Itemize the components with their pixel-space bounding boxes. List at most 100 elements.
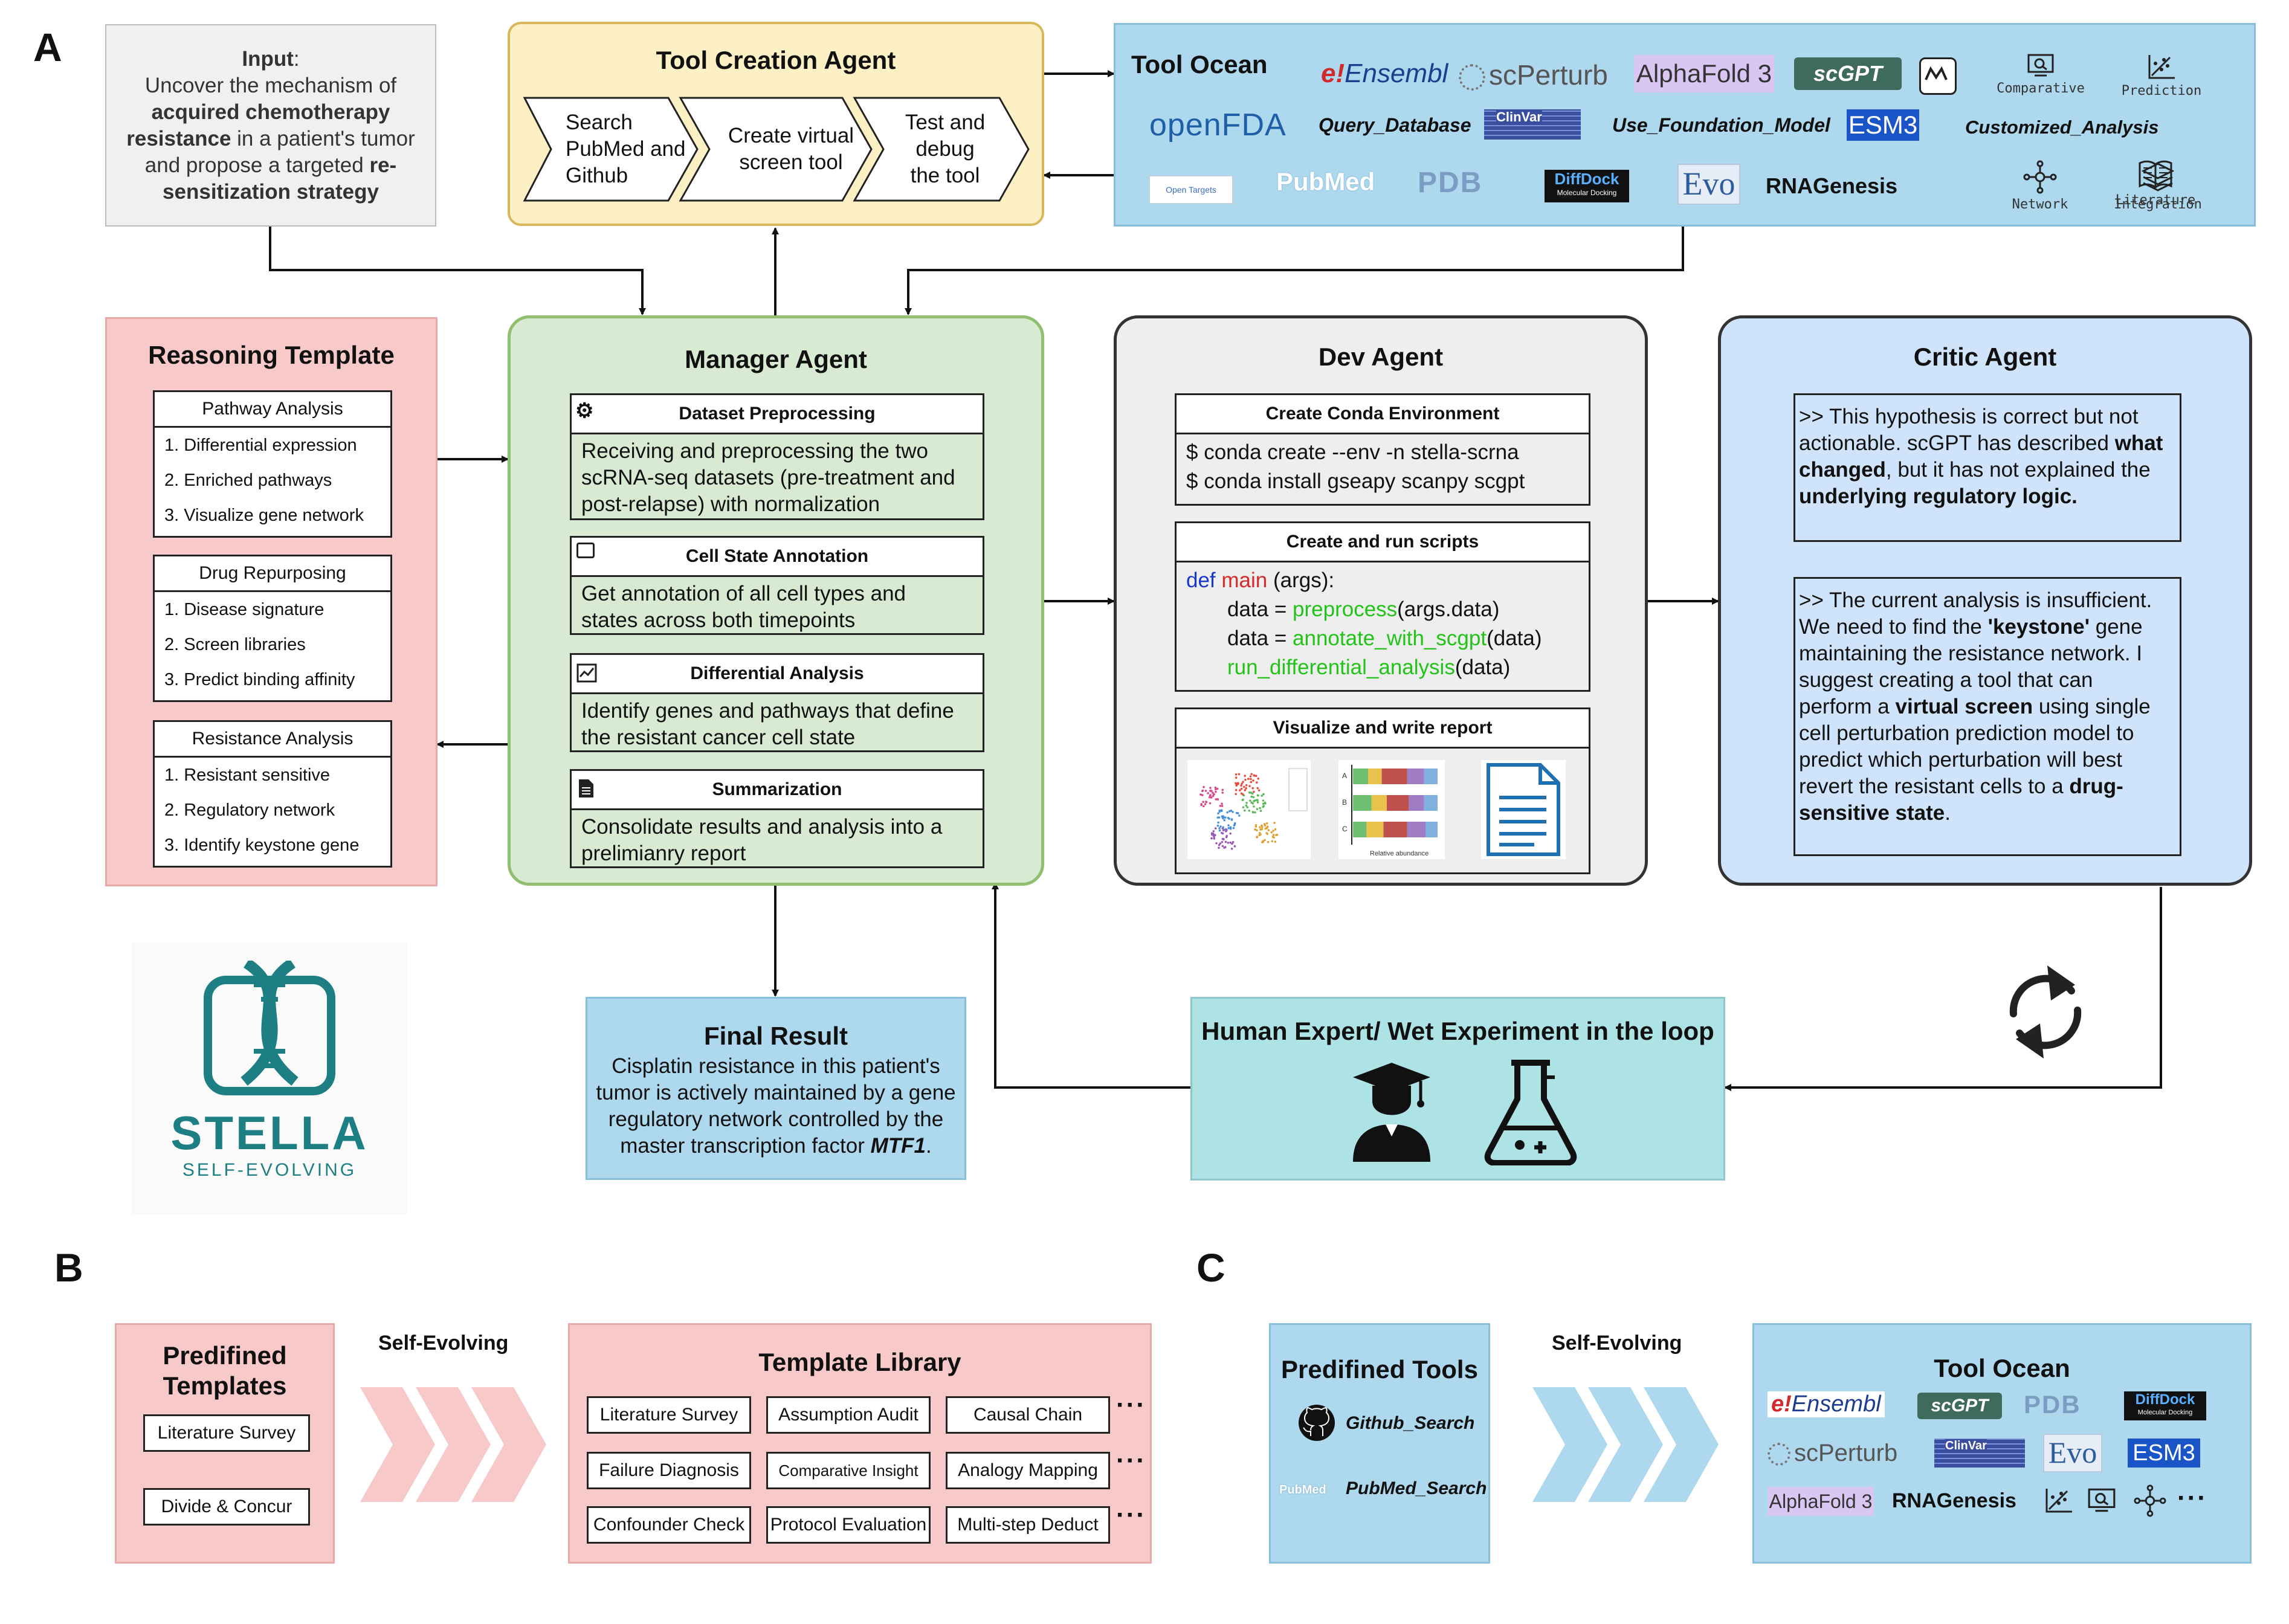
umap-point [1257, 789, 1261, 791]
group-head: Drug Repurposing [155, 556, 390, 592]
final-title: Final Result [703, 1022, 848, 1050]
umap-point [1242, 806, 1245, 809]
ensembl-label: Ensembl [1791, 1391, 1881, 1417]
umap-point [1271, 840, 1273, 843]
ensembl-e: e! [1321, 59, 1345, 88]
umap-point [1273, 822, 1276, 824]
panel-letter-c: C [1196, 1245, 1225, 1290]
predefined-templates: Predifined Templates Literature Survey D… [115, 1323, 335, 1564]
umap-point [1242, 781, 1244, 783]
umap-point [1252, 796, 1255, 799]
umap-point [1200, 804, 1203, 807]
input-line-4-bold: re- [369, 153, 397, 177]
critic-feedback-1: >> This hypothesis is correct but not ac… [1793, 393, 2181, 542]
critic-feedback-2: >> The current analysis is insufficient.… [1793, 577, 2181, 856]
stella-name: STELLA [170, 1106, 369, 1159]
abundance-segment [1368, 768, 1382, 784]
umap-point [1224, 840, 1227, 843]
github-search-tool: Github_Search [1346, 1413, 1475, 1433]
integration-label: Integration [2114, 197, 2202, 212]
umap-point [1236, 783, 1239, 785]
diffdock-sublabel: Molecular Docking [2137, 1409, 2193, 1416]
umap-point [1229, 828, 1232, 830]
umap-point [1220, 831, 1223, 834]
critic1-bold: underlying regulatory logic. [1799, 485, 2078, 508]
pdb-logo: PDB [2024, 1390, 2081, 1419]
clinvar-logo: ClinVar [1484, 109, 1581, 140]
step-2-text: Create virtual screen tool [712, 123, 870, 176]
umap-point [1247, 778, 1250, 780]
code-run-diff: run_differential_analysis [1227, 656, 1455, 679]
chevron-step-2 [679, 97, 873, 202]
esm3-logo: ESM3 [1847, 109, 1919, 141]
umap-point [1255, 781, 1258, 784]
umap-point [1214, 827, 1217, 830]
final-line: master transcription factor [620, 1134, 871, 1158]
card-line: Consolidate results and analysis into a [581, 815, 943, 839]
comment-icon [576, 543, 595, 558]
predefined-tools-title: Predifined Tools [1281, 1355, 1478, 1384]
umap-point [1218, 843, 1221, 846]
tool-ocean-c: Tool Ocean e!Ensembl scGPT PDB DiffDock … [1752, 1323, 2252, 1564]
customized-analysis-tool: Customized_Analysis [1965, 117, 2159, 138]
pubmed-logo: PubMed [1276, 167, 1375, 196]
bar-label-c: C [1342, 825, 1348, 833]
umap-point [1261, 828, 1264, 831]
umap-point [1243, 785, 1245, 788]
umap-point [1250, 773, 1253, 776]
umap-point [1273, 836, 1275, 839]
bar-axis-label: Relative abundance [1370, 850, 1429, 857]
input-line-4: and propose a targeted [144, 153, 370, 177]
query-database-tool: Query_Database [1319, 114, 1471, 136]
umap-point [1218, 827, 1221, 830]
umap-point [1231, 842, 1233, 845]
prediction-tool: Prediction [2110, 53, 2213, 98]
prediction-icon [2045, 1489, 2072, 1513]
group-item: 3. Identify keystone gene [164, 836, 360, 855]
umap-point [1250, 778, 1252, 781]
card-head-label: Cell State Annotation [685, 546, 869, 566]
group-item: 1. Resistant sensitive [164, 765, 331, 785]
code-annotate: annotate_with_scgpt [1293, 627, 1487, 650]
dna-helix-logo [204, 961, 335, 1095]
comparative-icon [2027, 54, 2054, 77]
reasoning-group-pathway: Pathway Analysis 1. Differential express… [153, 390, 392, 538]
umap-point [1240, 784, 1242, 787]
critic2-line: gene [2090, 615, 2143, 639]
umap-point [1218, 810, 1221, 813]
umap-point [1229, 841, 1232, 844]
scperturb-label: scPerturb [1794, 1440, 1898, 1466]
critic1-line: actionable. scGPT has described [1799, 431, 2115, 455]
step-1-line-1: Search [566, 111, 633, 134]
github-icon [1299, 1405, 1335, 1441]
umap-point [1261, 794, 1264, 797]
umap-point [1217, 821, 1219, 824]
final-line: Cisplatin resistance in this patient's [612, 1054, 940, 1078]
umap-point [1213, 793, 1215, 796]
umap-point [1216, 798, 1219, 801]
title-line: Predifined [163, 1341, 287, 1370]
umap-point [1240, 787, 1243, 790]
umap-point [1249, 775, 1252, 778]
critic1-line: >> This hypothesis is correct but not [1799, 405, 2139, 428]
dev-title: Dev Agent [1318, 343, 1444, 371]
clinvar-logo: ClinVar [1934, 1439, 2025, 1468]
code-pre-args: (args.data) [1397, 598, 1500, 621]
card-line: scRNA-seq datasets (pre-treatment and [581, 466, 955, 489]
umap-point [1245, 804, 1248, 807]
code-def: def [1186, 569, 1222, 592]
network-tool: Network [1998, 160, 2082, 212]
umap-point [1246, 806, 1249, 808]
umap-point [1219, 842, 1222, 845]
umap-point [1267, 841, 1270, 843]
group-item: 1. Differential expression [164, 436, 357, 455]
umap-point [1251, 802, 1254, 805]
umap-point [1256, 801, 1259, 804]
umap-point [1235, 788, 1238, 791]
umap-point [1264, 824, 1267, 827]
umap-point [1222, 816, 1225, 819]
code-block: def main (args): data = preprocess(args.… [1177, 562, 1589, 686]
template-library-title: Template Library [758, 1348, 961, 1376]
card-line: states across both timepoints [581, 608, 856, 632]
umap-point [1221, 837, 1224, 840]
